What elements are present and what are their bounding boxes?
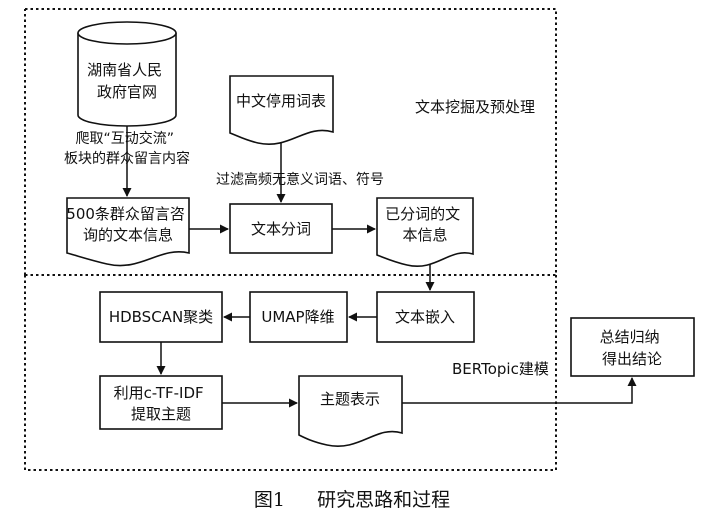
section-label-preprocessing: 文本挖掘及预处理: [415, 98, 535, 116]
segmented-docs-line-1: 已分词的文: [385, 205, 460, 223]
conclusion-line-1: 总结归纳: [600, 328, 660, 346]
raw-docs-line-1: 500条群众留言咨: [66, 205, 185, 223]
source-database-node: 湖南省人民 政府官网: [77, 21, 177, 127]
edge-topic-repr-to-conclusion: [402, 377, 637, 404]
filter-edge-label: 过滤高频无意义词语、符号: [216, 171, 384, 188]
conclusion-line-2: 得出结论: [602, 350, 662, 368]
stopwords-node: 中文停用词表: [229, 75, 334, 145]
ctfidf-line-2: 提取主题: [131, 405, 191, 423]
source-database-line-1: 湖南省人民: [87, 61, 162, 79]
segmented-docs-label: 已分词的文 本信息: [385, 205, 465, 244]
figure-caption-number: 图1: [254, 489, 285, 511]
topic-repr-node: 主题表示: [298, 375, 403, 447]
ctfidf-label: 利用c-TF-IDF 提取主题: [114, 384, 209, 423]
figure-caption-title: 研究思路和过程: [317, 489, 450, 511]
figure-caption: 图1 研究思路和过程: [254, 489, 450, 511]
raw-docs-label: 500条群众留言咨 询的文本信息: [66, 205, 189, 244]
segmented-docs-line-2: 本信息: [402, 226, 447, 244]
source-database-label: 湖南省人民 政府官网: [87, 61, 167, 101]
crawl-edge-line-1: 爬取“互动交流”: [76, 130, 175, 147]
segmentation-label: 文本分词: [251, 220, 311, 238]
ctfidf-line-1: 利用c-TF-IDF: [114, 384, 204, 402]
topic-repr-label: 主题表示: [320, 390, 380, 408]
source-database-line-2: 政府官网: [97, 83, 157, 101]
segmented-docs-node: 已分词的文 本信息: [376, 197, 474, 268]
ctfidf-node: 利用c-TF-IDF 提取主题: [99, 375, 223, 430]
conclusion-node: 总结归纳 得出结论: [570, 317, 695, 377]
hdbscan-node: HDBSCAN聚类: [99, 291, 223, 343]
embedding-label: 文本嵌入: [395, 308, 455, 326]
preprocessing-region: [24, 8, 557, 275]
stopwords-label: 中文停用词表: [236, 92, 326, 110]
hdbscan-label: HDBSCAN聚类: [109, 308, 213, 326]
bertopic-region: [24, 274, 557, 471]
conclusion-label: 总结归纳 得出结论: [600, 328, 665, 368]
umap-label: UMAP降维: [261, 308, 334, 326]
embedding-node: 文本嵌入: [376, 291, 475, 343]
umap-node: UMAP降维: [249, 291, 348, 343]
segmentation-node: 文本分词: [229, 203, 333, 254]
raw-docs-node: 500条群众留言咨 询的文本信息: [66, 197, 190, 267]
raw-docs-line-2: 询的文本信息: [83, 226, 173, 244]
section-label-bertopic: BERTopic建模: [452, 360, 549, 378]
